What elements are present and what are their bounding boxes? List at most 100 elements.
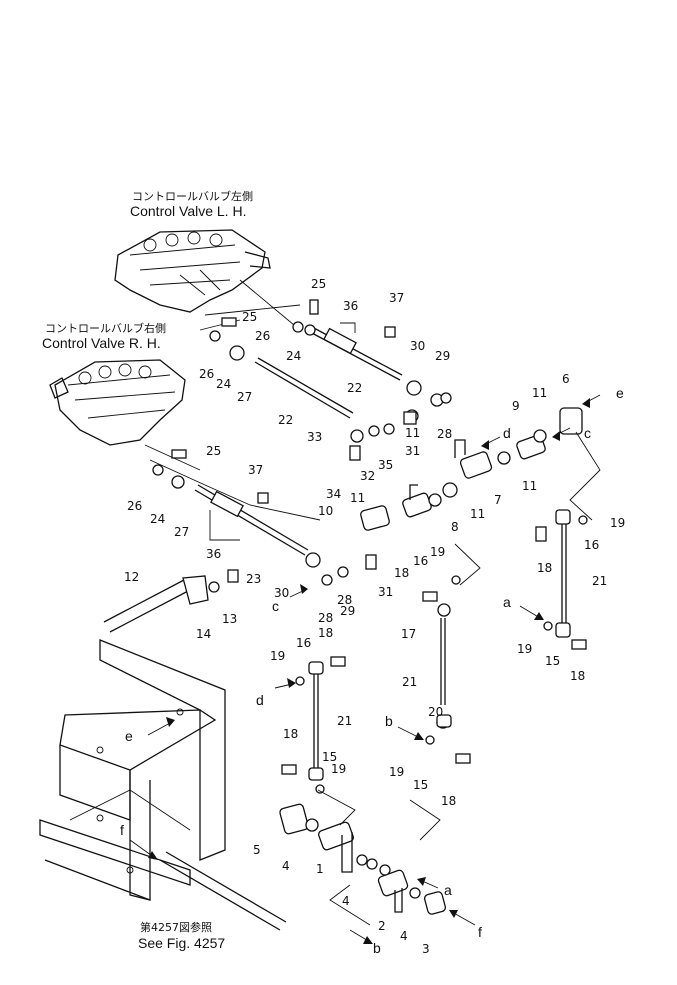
callout-11a: 11 (532, 386, 547, 400)
callout-11b: 11 (522, 479, 537, 493)
callout-31a: 31 (405, 444, 420, 458)
caption-rh-jp: コントロールバルブ右側 (45, 321, 166, 335)
callout-13: 13 (222, 612, 237, 626)
callout-19b: 19 (430, 545, 445, 559)
connector-f1: f (120, 822, 124, 838)
rod-22 (254, 326, 403, 419)
callout-25c: 25 (206, 444, 221, 458)
connector-labels: a a b b c c d d e e f f (120, 385, 624, 956)
callout-25b: 25 (242, 310, 257, 324)
callout-21a: 21 (592, 574, 607, 588)
callout-27b: 27 (174, 525, 189, 539)
caption-lh-en: Control Valve L. H. (130, 203, 246, 219)
callout-19e: 19 (389, 765, 404, 779)
callout-17: 17 (401, 627, 416, 641)
callout-24c: 24 (150, 512, 165, 526)
rod-23 (194, 484, 309, 556)
callout-6: 6 (562, 372, 570, 386)
caption-fig-jp: 第4257図参照 (140, 920, 212, 934)
callout-12: 12 (124, 570, 139, 584)
callout-18b: 18 (570, 669, 585, 683)
connector-a1: a (503, 594, 511, 610)
callout-16c: 16 (296, 636, 311, 650)
callout-24b: 24 (216, 377, 231, 391)
callout-15c: 15 (322, 750, 337, 764)
callout-4a: 4 (282, 859, 290, 873)
callout-21b: 21 (402, 675, 417, 689)
connector-e1: e (616, 385, 624, 401)
callout-19d: 19 (270, 649, 285, 663)
callout-7: 7 (494, 493, 502, 507)
callout-16a: 16 (584, 538, 599, 552)
callout-29b: 29 (340, 604, 355, 618)
caption-fig-en: See Fig. 4257 (138, 935, 225, 951)
callout-32: 32 (360, 469, 375, 483)
bushing-6 (559, 407, 583, 435)
connector-f2: f (478, 924, 482, 940)
callout-15b: 15 (413, 778, 428, 792)
caption-lh-jp: コントロールバルブ左側 (132, 189, 253, 203)
callout-3: 3 (422, 942, 430, 956)
callout-18a: 18 (537, 561, 552, 575)
callout-18d: 18 (318, 626, 333, 640)
connector-d2: d (256, 692, 264, 708)
connector-a2: a (444, 882, 452, 898)
connector-b1: b (385, 713, 393, 729)
bolts (171, 299, 587, 775)
callout-8: 8 (451, 520, 459, 534)
callout-37a: 37 (389, 291, 404, 305)
callout-26b: 26 (199, 367, 214, 381)
lever-2 (377, 869, 409, 913)
shaft-12 (103, 575, 209, 633)
callout-11e: 11 (405, 426, 420, 440)
callout-9: 9 (512, 399, 520, 413)
callout-28b: 28 (318, 611, 333, 625)
callout-19f: 19 (331, 762, 346, 776)
lever-1 (318, 821, 354, 873)
callout-18f: 18 (441, 794, 456, 808)
callout-28c: 28 (337, 593, 352, 607)
callout-15a: 15 (545, 654, 560, 668)
callout-23: 23 (246, 572, 261, 586)
connector-b2: b (373, 940, 381, 956)
callout-18e: 18 (283, 727, 298, 741)
callout-34: 34 (326, 487, 341, 501)
lever-7 (454, 439, 493, 479)
caption-rh-en: Control Valve R. H. (42, 335, 161, 351)
bushing-5 (279, 803, 309, 835)
callout-4b: 4 (342, 894, 350, 908)
callout-19c: 19 (517, 642, 532, 656)
callout-26a: 26 (255, 329, 270, 343)
callout-27a: 27 (237, 390, 252, 404)
callout-35: 35 (378, 458, 393, 472)
callout-33: 33 (307, 430, 322, 444)
lever-8 (402, 484, 432, 518)
callout-24a: 24 (286, 349, 301, 363)
callout-29a: 29 (435, 349, 450, 363)
callout-5: 5 (253, 843, 261, 857)
connector-arrows (129, 394, 601, 944)
callout-30a: 30 (410, 339, 425, 353)
connector-c2: c (272, 598, 279, 614)
callout-10: 10 (318, 504, 333, 518)
callout-22a: 22 (347, 381, 362, 395)
callout-19a: 19 (610, 516, 625, 530)
callout-14: 14 (196, 627, 211, 641)
bushing-10 (360, 505, 390, 531)
callout-11d: 11 (350, 491, 365, 505)
callout-26c: 26 (127, 499, 142, 513)
callout-2: 2 (378, 919, 386, 933)
control-valve-lh (114, 229, 271, 313)
frame-bracket (39, 639, 287, 931)
callout-labels: 1 2 3 4 4 4 5 6 7 8 9 10 11 11 11 11 11 … (124, 277, 625, 956)
callout-31b: 31 (378, 585, 393, 599)
callout-36a: 36 (343, 299, 358, 313)
connector-e2: e (125, 728, 133, 744)
callout-18c: 18 (394, 566, 409, 580)
callout-11c: 11 (470, 507, 485, 521)
callout-22b: 22 (278, 413, 293, 427)
bushing-3 (423, 891, 447, 915)
callout-37b: 37 (248, 463, 263, 477)
